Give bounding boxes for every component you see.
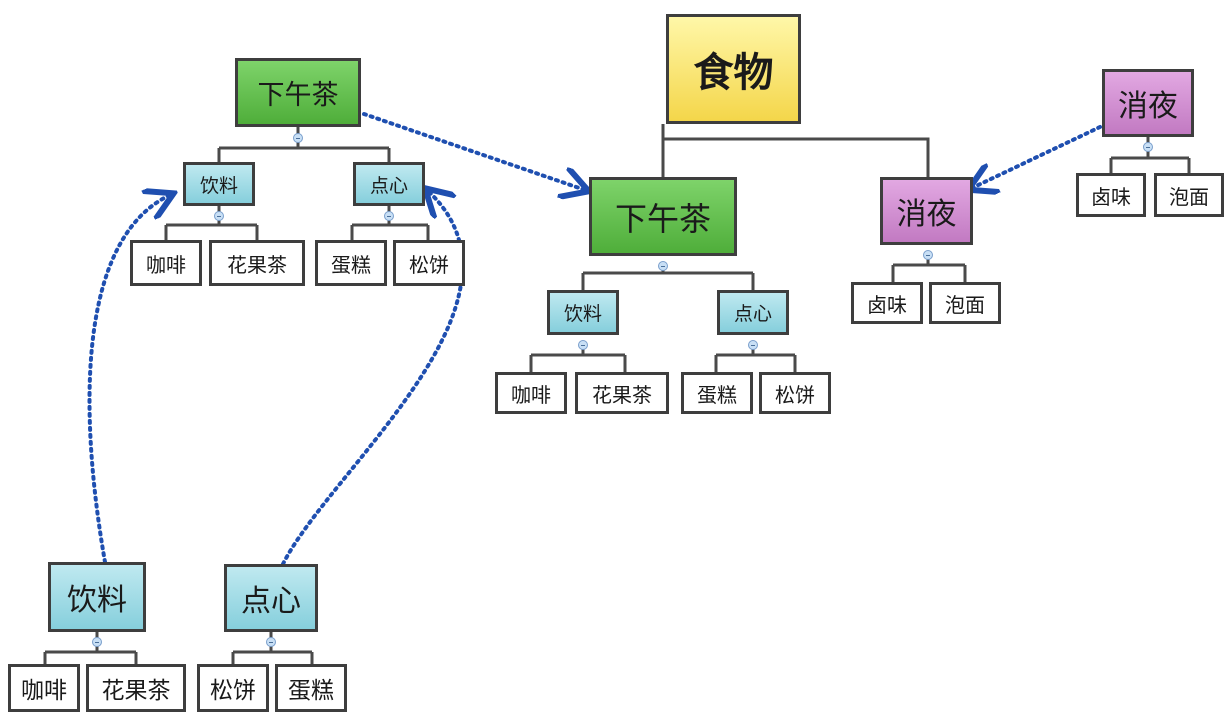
root-topic[interactable]: 食物 bbox=[666, 14, 801, 124]
floating-snacks-leaf-cake[interactable]: 蛋糕 bbox=[275, 664, 347, 712]
connector-main-snacks bbox=[714, 345, 797, 372]
floating-late-night-collapse-icon[interactable] bbox=[1143, 142, 1153, 152]
main-leaf-cake[interactable]: 蛋糕 bbox=[681, 372, 753, 414]
connector-main-late-night bbox=[891, 255, 967, 282]
relationship-arrow-snacks[interactable] bbox=[281, 191, 465, 566]
floating-afternoon-tea-collapse-icon[interactable] bbox=[293, 133, 303, 143]
relationship-arrow-late-night[interactable] bbox=[972, 125, 1102, 188]
floating-drinks-leaf-fruit-tea[interactable]: 花果茶 bbox=[86, 664, 186, 712]
floating-leaf-instant-noodles[interactable]: 泡面 bbox=[1154, 173, 1224, 217]
connector-root-children bbox=[661, 124, 930, 177]
floating-tea-leaf-cake[interactable]: 蛋糕 bbox=[315, 240, 387, 286]
floating-tea-snacks-topic[interactable]: 点心 bbox=[353, 162, 425, 206]
floating-drinks-leaf-coffee[interactable]: 咖啡 bbox=[8, 664, 80, 712]
floating-leaf-braised[interactable]: 卤味 bbox=[1076, 173, 1146, 217]
floating-tea-snacks-collapse-icon[interactable] bbox=[384, 211, 394, 221]
floating-tea-leaf-fruit-tea[interactable]: 花果茶 bbox=[209, 240, 305, 286]
main-late-night-topic[interactable]: 消夜 bbox=[880, 177, 973, 245]
connector-floating-drinks bbox=[43, 632, 138, 664]
floating-late-night-topic[interactable]: 消夜 bbox=[1102, 69, 1194, 137]
connector-main-drinks bbox=[529, 345, 627, 372]
main-leaf-coffee[interactable]: 咖啡 bbox=[495, 372, 567, 414]
connector-main-afternoon-tea bbox=[581, 266, 755, 290]
main-afternoon-tea-collapse-icon[interactable] bbox=[658, 261, 668, 271]
relationship-arrow-afternoon-tea[interactable] bbox=[362, 112, 585, 190]
floating-tea-leaf-muffin[interactable]: 松饼 bbox=[393, 240, 465, 286]
floating-snacks-collapse-icon[interactable] bbox=[266, 637, 276, 647]
main-afternoon-tea-topic[interactable]: 下午茶 bbox=[589, 177, 737, 256]
floating-tea-leaf-coffee[interactable]: 咖啡 bbox=[130, 240, 202, 286]
connector-floating-tea-drinks bbox=[164, 206, 259, 240]
main-drinks-topic[interactable]: 饮料 bbox=[547, 290, 619, 335]
floating-tea-drinks-collapse-icon[interactable] bbox=[214, 211, 224, 221]
main-leaf-braised[interactable]: 卤味 bbox=[851, 282, 923, 324]
main-leaf-instant-noodles[interactable]: 泡面 bbox=[929, 282, 1001, 324]
main-snacks-topic[interactable]: 点心 bbox=[717, 290, 789, 335]
main-leaf-fruit-tea[interactable]: 花果茶 bbox=[575, 372, 669, 414]
relationship-arrow-drinks[interactable] bbox=[87, 195, 170, 564]
main-leaf-muffin[interactable]: 松饼 bbox=[759, 372, 831, 414]
main-drinks-collapse-icon[interactable] bbox=[578, 340, 588, 350]
connector-floating-afternoon-tea bbox=[217, 127, 391, 162]
main-late-night-collapse-icon[interactable] bbox=[923, 250, 933, 260]
floating-tea-drinks-topic[interactable]: 饮料 bbox=[183, 162, 255, 206]
floating-snacks-topic[interactable]: 点心 bbox=[224, 564, 318, 632]
floating-drinks-topic[interactable]: 饮料 bbox=[48, 562, 146, 632]
main-snacks-collapse-icon[interactable] bbox=[748, 340, 758, 350]
floating-snacks-leaf-muffin[interactable]: 松饼 bbox=[197, 664, 269, 712]
floating-drinks-collapse-icon[interactable] bbox=[92, 637, 102, 647]
floating-afternoon-tea-topic[interactable]: 下午茶 bbox=[235, 58, 361, 127]
